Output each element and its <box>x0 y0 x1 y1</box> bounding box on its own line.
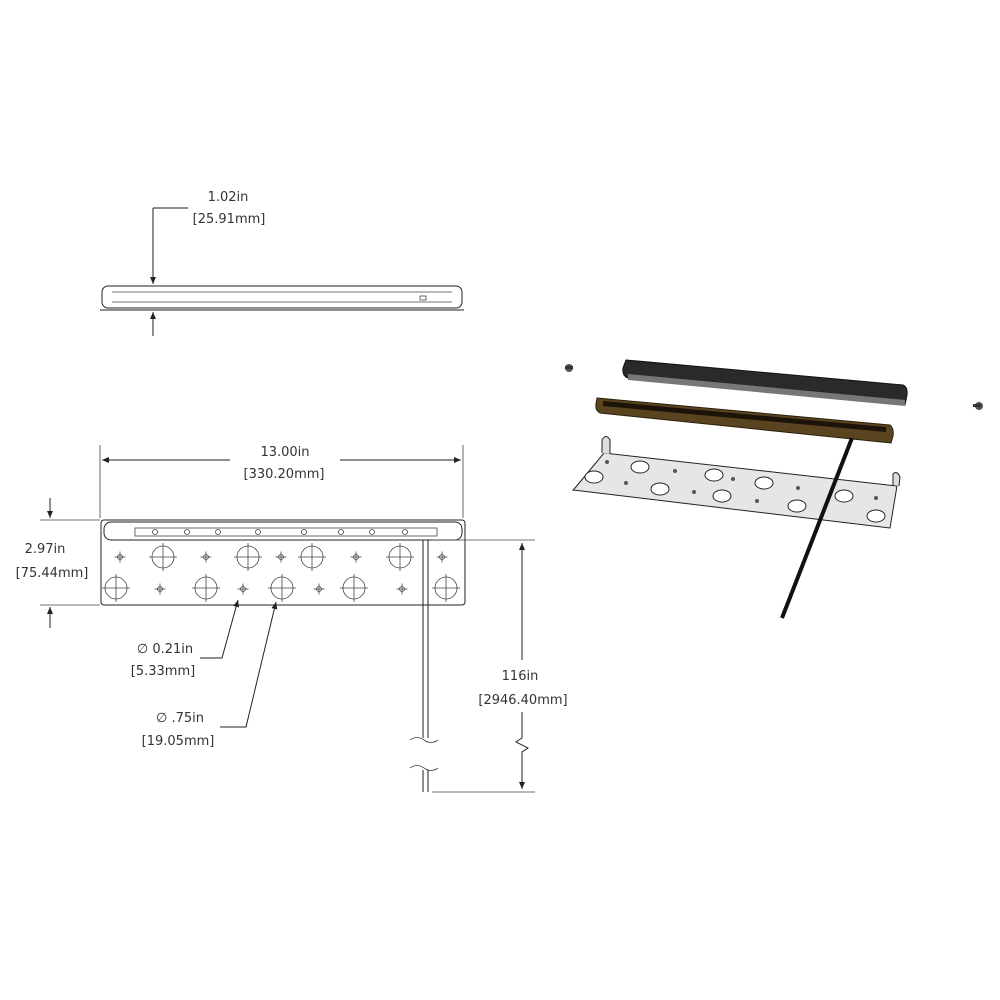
height-in-label: 2.97in <box>25 542 66 557</box>
iso-small-hole <box>731 477 735 481</box>
iso-small-hole <box>874 496 878 500</box>
iso-large-hole <box>712 489 732 503</box>
large-hole <box>192 574 220 602</box>
light-bar <box>103 521 463 541</box>
exploded-view <box>565 359 983 619</box>
small-hole <box>436 551 448 563</box>
small-hole-leader <box>200 599 240 659</box>
cable <box>409 540 439 792</box>
large-hole-leader <box>220 601 278 728</box>
cable-mm-label: [2946.40mm] <box>478 693 567 708</box>
iso-large-hole <box>834 489 854 503</box>
small-hole <box>313 583 325 595</box>
iso-large-hole <box>584 470 604 484</box>
small-hole <box>350 551 362 563</box>
front-view: 13.00in [330.20mm] 2.97in [75.44mm] ∅ 0.… <box>16 445 568 793</box>
bracket-holes <box>102 543 460 602</box>
large-hole <box>149 543 177 571</box>
led-marker <box>184 529 190 535</box>
iso-large-hole <box>754 476 774 490</box>
led-marker <box>255 529 261 535</box>
iso-small-hole <box>692 490 696 494</box>
large-hole <box>386 543 414 571</box>
width-in-label: 13.00in <box>260 445 309 460</box>
iso-large-hole <box>866 509 886 523</box>
iso-small-hole <box>624 481 628 485</box>
iso-large-hole <box>650 482 670 496</box>
large-hole <box>298 543 326 571</box>
small-hole-in-label: ∅ 0.21in <box>137 642 193 657</box>
large-hole-in-label: ∅ .75in <box>156 711 204 726</box>
large-hole <box>432 574 460 602</box>
light-bar-top-outline <box>101 285 463 309</box>
large-hole <box>340 574 368 602</box>
iso-small-hole <box>673 469 677 473</box>
bracket-plate <box>571 452 898 529</box>
small-hole <box>200 551 212 563</box>
screw-right <box>973 402 983 410</box>
iso-large-hole <box>704 468 724 482</box>
top-height-mm-label: [25.91mm] <box>193 212 266 227</box>
led-marker <box>338 529 344 535</box>
top-height-in-label: 1.02in <box>208 190 249 205</box>
led-markers <box>152 529 408 535</box>
cable-length-dimension <box>515 712 529 789</box>
large-hole <box>102 574 130 602</box>
width-mm-label: [330.20mm] <box>244 467 325 482</box>
large-hole <box>234 543 262 571</box>
small-hole <box>396 583 408 595</box>
iso-small-hole <box>796 486 800 490</box>
small-hole <box>154 583 166 595</box>
iso-large-hole <box>787 499 807 513</box>
bracket-iso-holes <box>584 460 886 523</box>
led-marker <box>402 529 408 535</box>
height-mm-label: [75.44mm] <box>16 566 89 581</box>
iso-small-hole <box>605 460 609 464</box>
led-marker <box>152 529 158 535</box>
mounting-bracket <box>100 519 466 606</box>
led-marker <box>301 529 307 535</box>
iso-large-hole <box>630 460 650 474</box>
led-marker <box>215 529 221 535</box>
small-hole <box>114 551 126 563</box>
cable-in-label: 116in <box>502 669 539 684</box>
screw-left <box>565 364 573 372</box>
small-hole <box>275 551 287 563</box>
large-hole <box>268 574 296 602</box>
iso-small-hole <box>755 499 759 503</box>
led-marker <box>369 529 375 535</box>
small-hole-mm-label: [5.33mm] <box>131 664 195 679</box>
top-view: 1.02in [25.91mm] <box>100 190 464 336</box>
large-hole-mm-label: [19.05mm] <box>142 734 215 749</box>
iso-cable <box>780 437 854 619</box>
small-hole <box>237 583 249 595</box>
